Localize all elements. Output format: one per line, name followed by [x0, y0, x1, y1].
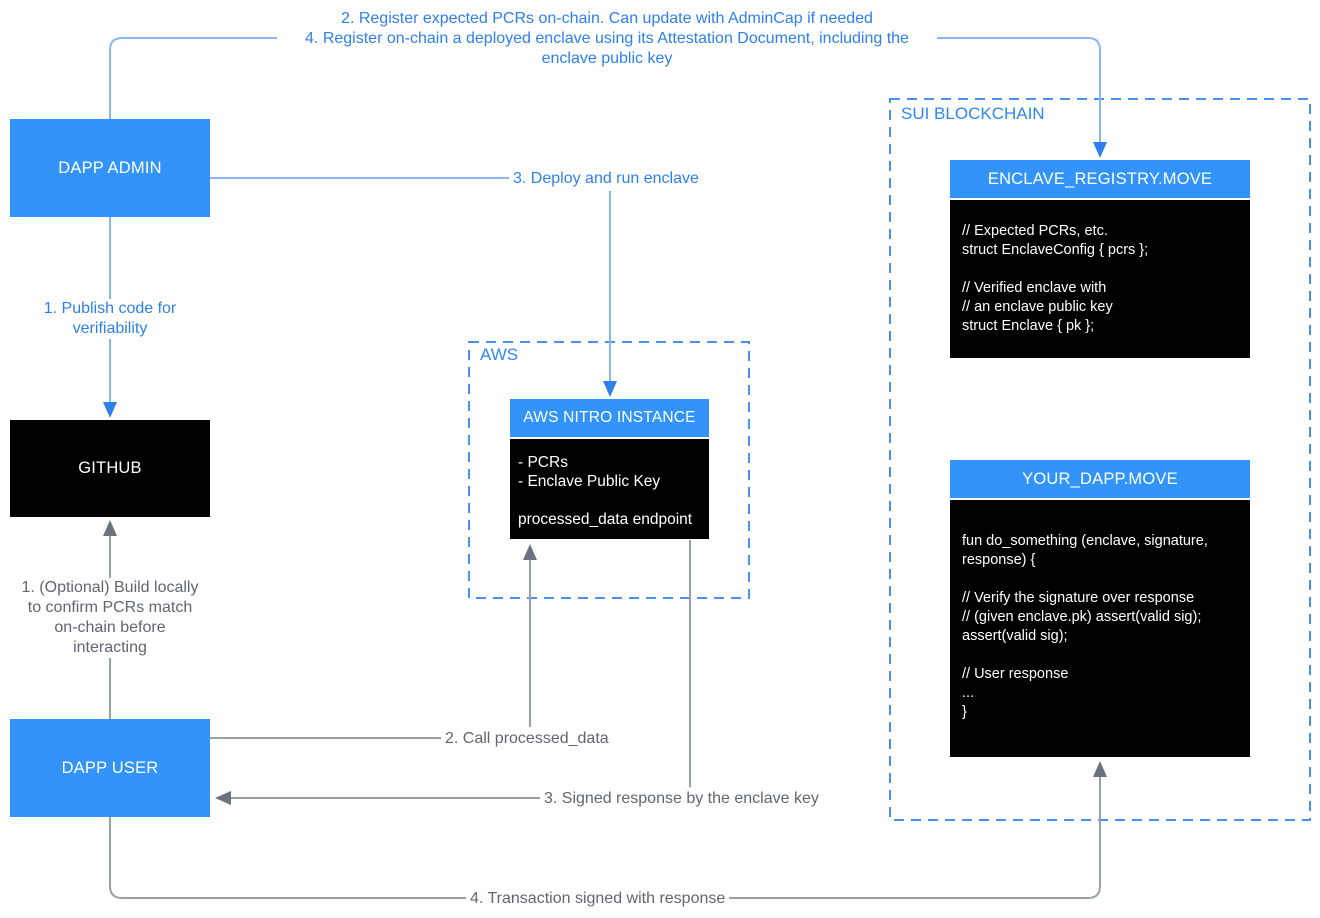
- txn-edge-label: 4. Transaction signed with response: [466, 887, 730, 911]
- sui-group-label: SUI BLOCKCHAIN: [898, 104, 1048, 124]
- dapp-admin-node: DAPP ADMIN: [10, 119, 210, 217]
- your-dapp-title: YOUR_DAPP.MOVE: [950, 460, 1250, 498]
- register-note-line1: 2. Register expected PCRs on-chain. Can …: [341, 10, 873, 27]
- code-line: // Verified enclave with: [962, 280, 1107, 296]
- user-to-nitro-wire: [210, 560, 531, 739]
- code-line: - PCRs: [518, 454, 568, 471]
- code-line: [518, 491, 703, 510]
- your-dapp-panel: YOUR_DAPP.MOVE fun do_something (enclave…: [950, 460, 1250, 757]
- admin-to-nitro-wire: [210, 177, 611, 381]
- dapp-user-node: DAPP USER: [10, 719, 210, 817]
- aws-nitro-body: - PCRs - Enclave Public Key processed_data…: [510, 439, 709, 539]
- gray-arrowheads: [103, 520, 1107, 805]
- optional-build-edge-label: 1. (Optional) Build locally to confirm P…: [20, 578, 200, 658]
- code-line: [962, 570, 1246, 589]
- dapp-admin-label: DAPP ADMIN: [58, 158, 162, 177]
- code-line: - Enclave Public Key: [518, 473, 661, 490]
- deploy-edge-label: 3. Deploy and run enclave: [509, 167, 703, 191]
- code-line: [962, 260, 1246, 279]
- arrowhead-into-github-bottom: [103, 520, 117, 536]
- code-line: struct Enclave { pk };: [962, 318, 1095, 334]
- arrowhead-into-github: [103, 402, 117, 418]
- code-line: fun do_something (enclave, signature, re…: [962, 533, 1208, 568]
- code-line: }: [962, 704, 967, 720]
- arrowhead-into-nitro: [603, 381, 617, 397]
- nitro-to-user-wire: [231, 540, 691, 799]
- code-line: ...: [962, 685, 975, 701]
- code-line: // Verify the signature over response: [962, 590, 1195, 606]
- enclave-registry-title: ENCLAVE_REGISTRY.MOVE: [950, 160, 1250, 198]
- code-line: [962, 646, 1246, 665]
- code-line: assert(valid sig);: [962, 628, 1068, 644]
- register-note: 2. Register expected PCRs on-chain. Can …: [277, 9, 937, 69]
- publish-edge-label: 1. Publish code for verifiability: [30, 299, 190, 339]
- enclave-registry-body: // Expected PCRs, etc. struct EnclaveConf…: [950, 200, 1250, 358]
- dapp-user-label: DAPP USER: [61, 758, 159, 777]
- arrowhead-into-registry: [1093, 142, 1107, 158]
- signed-edge-label: 3. Signed response by the enclave key: [540, 787, 823, 811]
- enclave-registry-panel: ENCLAVE_REGISTRY.MOVE // Expected PCRs, …: [950, 160, 1250, 358]
- code-line: // an enclave public key: [962, 299, 1113, 315]
- aws-group-label: AWS: [477, 345, 522, 365]
- code-line: // (given enclave.pk) assert(valid sig);: [962, 609, 1202, 625]
- arrowhead-into-your-dapp: [1093, 761, 1107, 777]
- arrowhead-into-user: [215, 791, 231, 805]
- your-dapp-body: fun do_something (enclave, signature, re…: [950, 500, 1250, 757]
- code-line: // Expected PCRs, etc.: [962, 223, 1108, 239]
- github-node: GITHUB: [10, 420, 210, 517]
- arrowhead-into-nitro-bottom: [523, 544, 537, 560]
- blue-arrowheads: [103, 142, 1107, 418]
- aws-nitro-panel: AWS NITRO INSTANCE - PCRs - Enclave Publi…: [510, 399, 709, 539]
- code-line: processed_data endpoint: [518, 511, 693, 528]
- register-note-line2: 4. Register on-chain a deployed enclave …: [305, 30, 909, 67]
- github-label: GITHUB: [78, 459, 142, 477]
- aws-nitro-title: AWS NITRO INSTANCE: [510, 399, 709, 437]
- code-line: // User response: [962, 666, 1069, 682]
- call-edge-label: 2. Call processed_data: [441, 727, 613, 751]
- code-line: struct EnclaveConfig { pcrs };: [962, 242, 1149, 258]
